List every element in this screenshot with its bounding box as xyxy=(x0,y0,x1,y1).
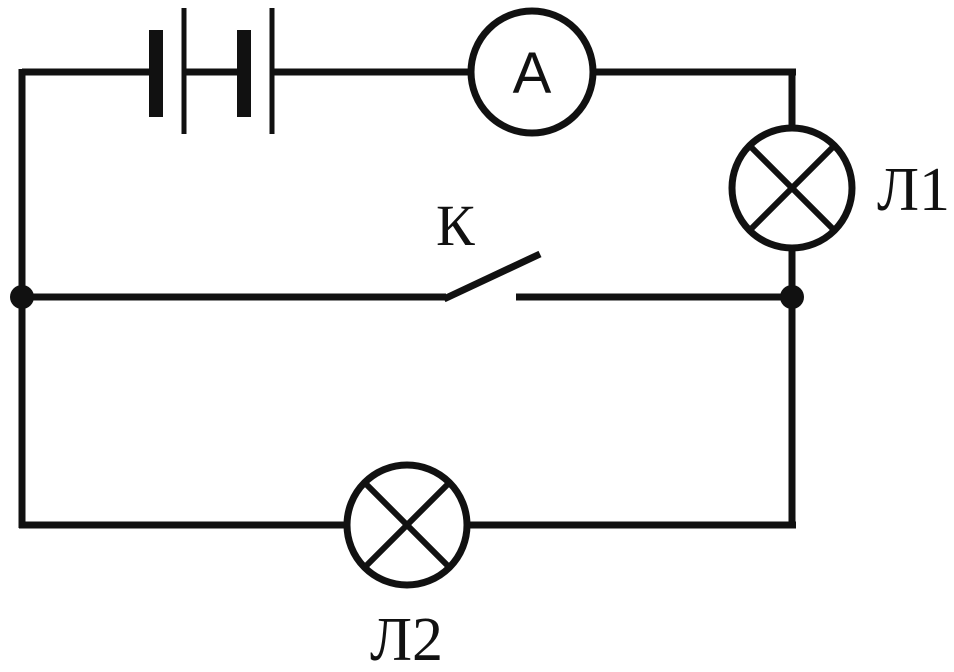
switch xyxy=(442,250,542,303)
lamp-2-label: Л2 xyxy=(370,606,443,672)
ammeter-label: A xyxy=(513,41,552,106)
wires xyxy=(18,68,796,529)
node-left xyxy=(10,285,34,309)
switch-label: К xyxy=(436,193,475,258)
lamp-2-cross-b xyxy=(362,480,452,570)
node-right xyxy=(780,285,804,309)
lamp-2 xyxy=(343,461,471,589)
ammeter-circle xyxy=(467,7,597,137)
battery xyxy=(149,8,275,134)
switch-blade xyxy=(442,250,542,303)
ammeter: A xyxy=(467,7,597,137)
lamp-1 xyxy=(728,124,856,252)
lamp-1-label: Л1 xyxy=(877,156,950,224)
lamp-1-cross-b xyxy=(747,143,837,233)
